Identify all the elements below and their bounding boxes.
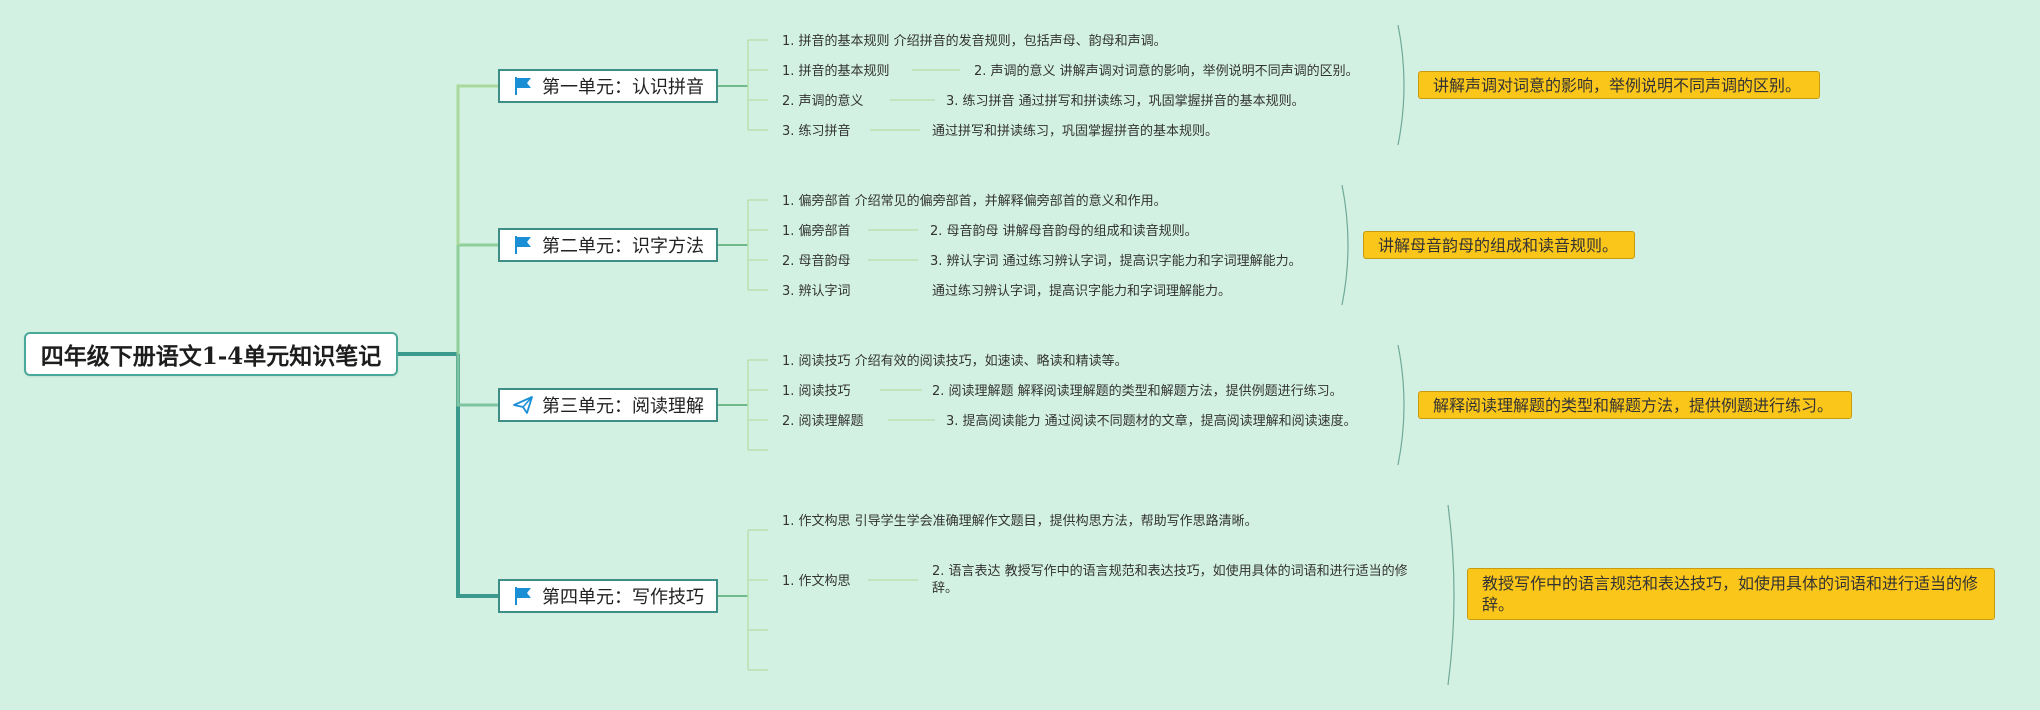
unit-title: 第一单元：认识拼音 [542,77,704,98]
flag-icon [512,234,534,256]
summary-brace [1341,184,1349,306]
leaf-item[interactable]: 3. 辨认字词 [782,284,851,299]
leaf-detail[interactable]: 3. 练习拼音 通过拼写和拼读练习，巩固掌握拼音的基本规则。 [946,94,1305,109]
leaf-detail[interactable]: 3. 提高阅读能力 通过阅读不同题材的文章，提高阅读理解和阅读速度。 [946,414,1357,429]
branch-line [456,243,498,354]
summary-text: 讲解声调对词意的影响，举例说明不同声调的区别。 [1433,75,1802,95]
root-title: 四年级下册语文1-4单元知识笔记 [40,343,382,370]
leaf-item[interactable]: 2. 母音韵母 [782,254,851,269]
leaf-item[interactable]: 1. 拼音的基本规则 介绍拼音的发音规则，包括声母、韵母和声调。 [782,34,1167,49]
summary-text: 解释阅读理解题的类型和解题方法，提供例题进行练习。 [1433,395,1834,415]
flag-icon [512,75,534,97]
leaf-detail[interactable]: 通过拼写和拼读练习，巩固掌握拼音的基本规则。 [932,124,1219,139]
leaf-item[interactable]: 1. 拼音的基本规则 [782,64,890,79]
root-topic[interactable]: 四年级下册语文1-4单元知识笔记 [24,332,398,376]
summary-brace [1397,24,1405,146]
flag-icon [512,585,534,607]
leaf-item[interactable]: 1. 偏旁部首 介绍常见的偏旁部首，并解释偏旁部首的意义和作用。 [782,194,1167,209]
unit-title: 第三单元：阅读理解 [542,396,704,417]
unit-3-topic[interactable]: 第三单元：阅读理解 [498,388,718,422]
leaf-item[interactable]: 1. 作文构思 [782,574,851,589]
branch-line [456,84,498,245]
leaf-item[interactable]: 1. 阅读技巧 介绍有效的阅读技巧，如速读、略读和精读等。 [782,354,1128,369]
unit-1-topic[interactable]: 第一单元：认识拼音 [498,69,718,103]
unit-2-topic[interactable]: 第二单元：识字方法 [498,228,718,262]
trunk-line [456,354,498,598]
summary-text: 讲解母音韵母的组成和读音规则。 [1378,235,1619,255]
summary-brace [1447,504,1455,686]
leaf-detail[interactable]: 2. 阅读理解题 解释阅读理解题的类型和解题方法，提供例题进行练习。 [932,384,1343,399]
summary-box[interactable]: 讲解声调对词意的影响，举例说明不同声调的区别。 [1418,71,1820,99]
summary-box[interactable]: 讲解母音韵母的组成和读音规则。 [1363,231,1635,259]
summary-box[interactable]: 解释阅读理解题的类型和解题方法，提供例题进行练习。 [1418,391,1852,419]
unit-4-topic[interactable]: 第四单元：写作技巧 [498,579,718,613]
unit-title: 第四单元：写作技巧 [542,587,704,608]
unit-title: 第二单元：识字方法 [542,236,704,257]
leaf-item[interactable]: 1. 阅读技巧 [782,384,851,399]
leaf-detail[interactable]: 2. 母音韵母 讲解母音韵母的组成和读音规则。 [930,224,1198,239]
summary-box[interactable]: 教授写作中的语言规范和表达技巧，如使用具体的词语和进行适当的修辞。 [1467,568,1995,620]
leaf-item[interactable]: 1. 作文构思 引导学生学会准确理解作文题目，提供构思方法，帮助写作思路清晰。 [782,514,1258,529]
leaf-detail[interactable]: 3. 辨认字词 通过练习辨认字词，提高识字能力和字词理解能力。 [930,254,1302,269]
leaf-item[interactable]: 3. 练习拼音 [782,124,851,139]
leaf-detail[interactable]: 2. 声调的意义 讲解声调对词意的影响，举例说明不同声调的区别。 [974,64,1359,79]
paper-plane-icon [512,394,534,416]
branch-line [456,354,498,407]
leaf-detail[interactable]: 通过练习辨认字词，提高识字能力和字词理解能力。 [932,284,1232,299]
leaf-item[interactable]: 2. 阅读理解题 [782,414,864,429]
leaf-item[interactable]: 1. 偏旁部首 [782,224,851,239]
summary-brace [1397,344,1405,466]
summary-text: 教授写作中的语言规范和表达技巧，如使用具体的词语和进行适当的修辞。 [1482,574,1979,614]
leaf-detail[interactable]: 2. 语言表达 教授写作中的语言规范和表达技巧，如使用具体的词语和进行适当的修辞… [932,564,1408,596]
leaf-item[interactable]: 2. 声调的意义 [782,94,864,109]
